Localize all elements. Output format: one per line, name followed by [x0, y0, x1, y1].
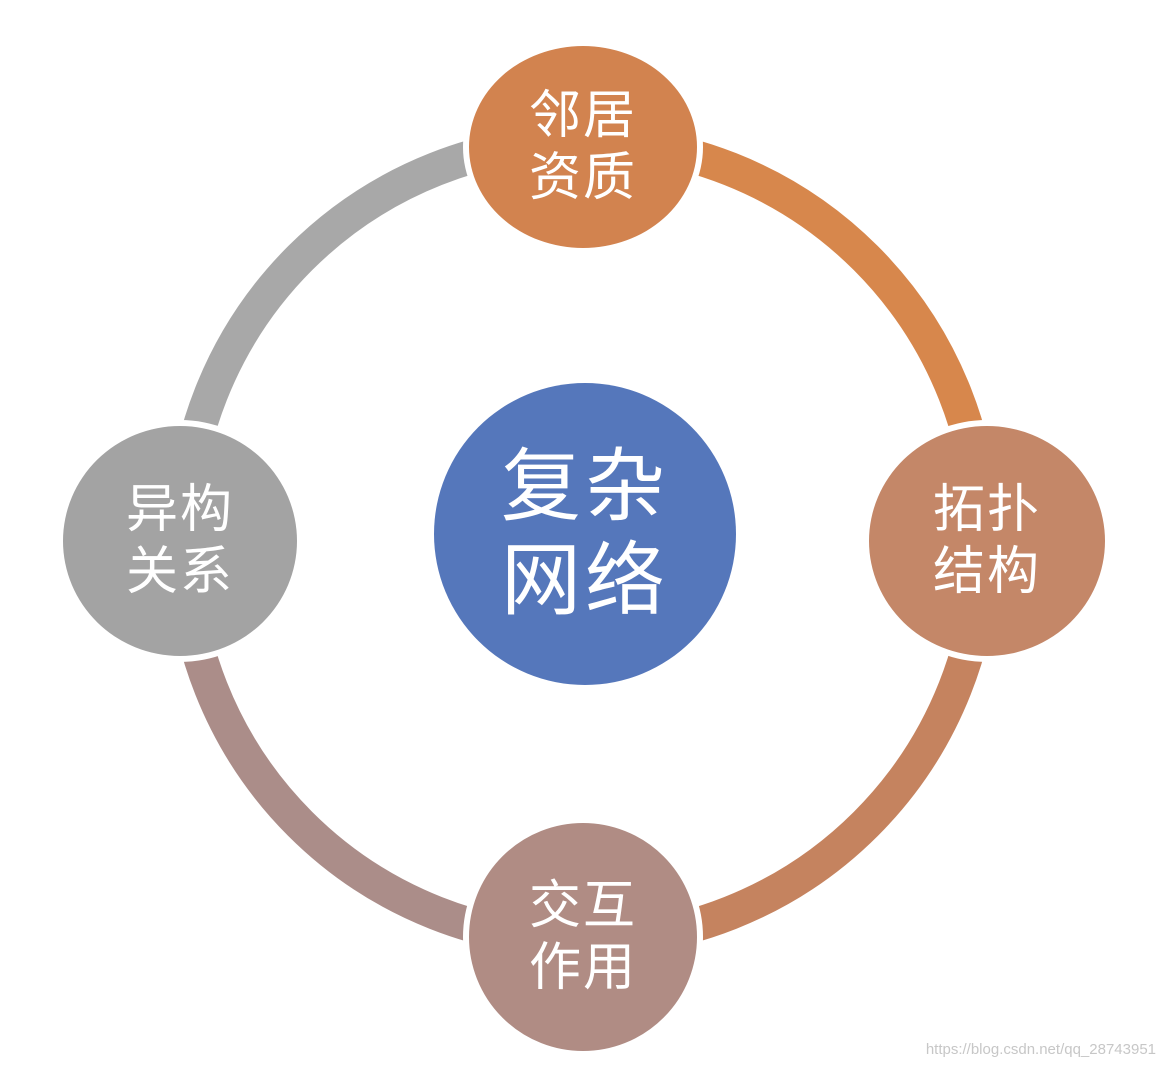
node-label-line: 交互: [528, 875, 637, 936]
node-neighbor-qualification: 邻居 资质: [463, 40, 703, 254]
node-label-line: 邻居: [528, 85, 637, 146]
node-heterogeneous-relation: 异构 关系: [57, 420, 303, 662]
watermark-text: https://blog.csdn.net/qq_28743951: [925, 1041, 1156, 1058]
node-label-line: 资质: [528, 148, 637, 208]
node-label-line: 拓扑: [932, 479, 1041, 540]
center-label-line: 复杂: [501, 439, 669, 533]
node-label-line: 结构: [932, 542, 1041, 602]
center-label-line: 网络: [501, 534, 669, 627]
node-topology-structure: 拓扑 结构: [863, 420, 1111, 662]
node-label-line: 作用: [528, 938, 637, 998]
node-interaction: 交互 作用: [463, 817, 703, 1057]
node-complex-network: 复杂 网络: [434, 383, 736, 685]
node-label-line: 异构: [125, 479, 234, 540]
node-label-line: 关系: [125, 542, 234, 602]
